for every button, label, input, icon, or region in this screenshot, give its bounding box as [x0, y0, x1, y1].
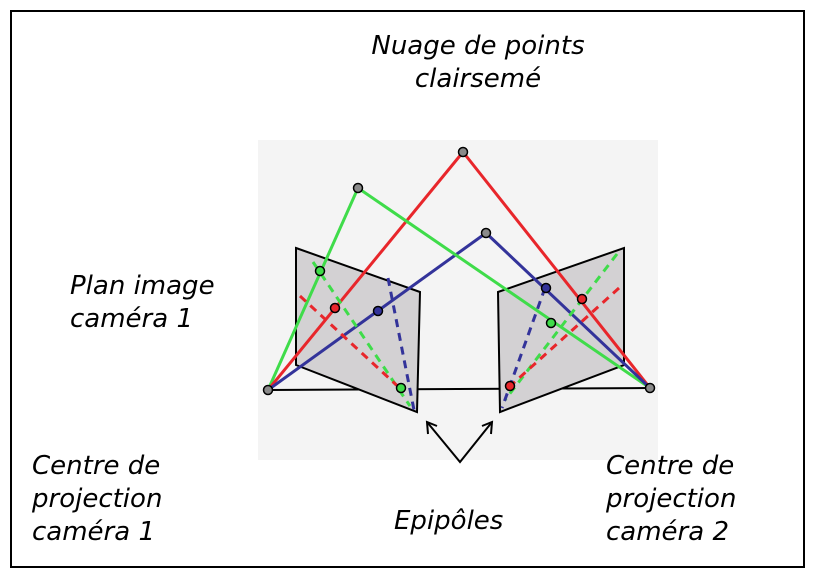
camera-center-2 [644, 382, 656, 394]
center-right-label-line2: projection [606, 484, 737, 514]
epipole-left [395, 382, 407, 394]
epipoles-label: Epipôles [394, 506, 504, 536]
projection-left-red [329, 302, 341, 314]
center-left-label-line2: projection [32, 484, 163, 514]
point-3d-red [457, 146, 469, 158]
point-cloud-label-line2: clairsemé [414, 64, 542, 94]
projection-left-blue [372, 305, 384, 317]
center-left-label-line1: Centre de [32, 451, 161, 481]
projection-right-blue [540, 282, 552, 294]
projection-right-red [576, 293, 588, 305]
projection-left-green [314, 265, 326, 277]
epipolar-line-left-blue [386, 277, 416, 411]
center-right-label-line1: Centre de [606, 451, 735, 481]
epipolar-line-right-red [506, 286, 621, 390]
epipole-arrows [426, 421, 493, 464]
center-right-label-line3: caméra 2 [606, 517, 729, 547]
point-3d-green [352, 182, 364, 194]
point-cloud-label-line1: Nuage de points [371, 31, 585, 61]
epipolar-line-right-green [503, 253, 619, 401]
epipole-right [504, 380, 516, 392]
ray-right-green [357, 186, 651, 390]
ray-left-green [266, 187, 360, 391]
point-3d-blue [480, 227, 492, 239]
point-cloud-label: Nuage de points clairsemé [358, 30, 598, 96]
image-plane-label-line1: Plan image [70, 271, 215, 301]
epipolar-line-right-blue [500, 287, 547, 409]
center-left-label: Centre de projection caméra 1 [32, 450, 162, 549]
ray-right-red [461, 151, 652, 389]
camera-center-1 [262, 384, 274, 396]
ray-right-blue [484, 231, 652, 390]
image-plane-label: Plan image caméra 1 [70, 270, 215, 336]
baseline [267, 387, 651, 391]
center-right-label: Centre de projection caméra 2 [606, 450, 736, 549]
ray-left-red [266, 151, 465, 391]
projection-right-green [545, 317, 557, 329]
epipolar-line-left-red [298, 294, 406, 394]
arrow-head-right [481, 420, 494, 435]
image-plane-label-line2: caméra 1 [70, 304, 193, 334]
center-left-label-line3: caméra 1 [32, 517, 155, 547]
arrow-head-left [425, 420, 438, 435]
